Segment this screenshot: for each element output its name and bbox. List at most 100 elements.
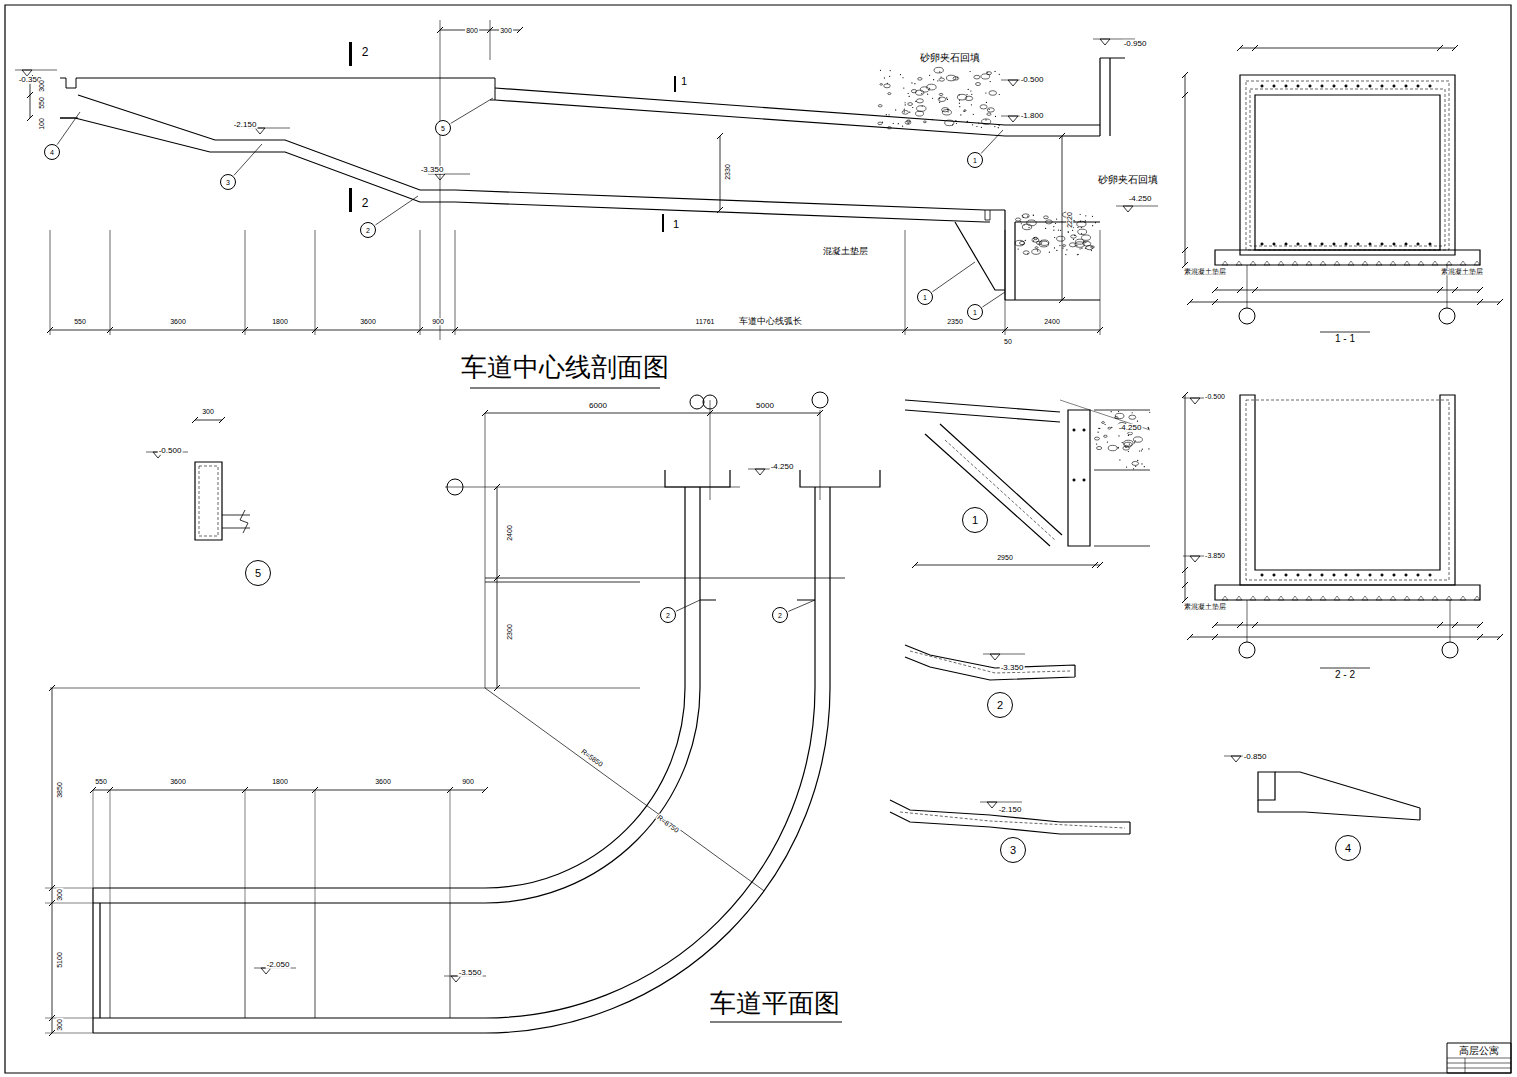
gravel-stone [1108, 427, 1111, 429]
gravel-dot [978, 122, 979, 123]
gravel-dot [886, 114, 887, 115]
drawing-line [1182, 567, 1188, 573]
rebar-dot [1345, 574, 1347, 576]
gravel-dot [1066, 249, 1067, 250]
gravel-dot [972, 124, 973, 125]
dimension-label: -4.250 [1128, 195, 1153, 203]
gravel-stone [908, 103, 913, 106]
drawing-line [494, 685, 500, 691]
drawing-line [375, 196, 418, 225]
drawing-line [817, 410, 823, 416]
gravel-stone [1097, 446, 1102, 449]
drawing-line [27, 115, 33, 121]
drawing-line [717, 133, 723, 139]
drawing-line [1264, 596, 1270, 600]
drawing-line [1255, 95, 1440, 250]
drawing-line [665, 470, 880, 487]
dimension-label: 100 [38, 117, 45, 131]
drawing-line [1362, 596, 1368, 600]
drawing-line [915, 565, 1100, 566]
drawing-line [1437, 287, 1443, 293]
gravel-stone [1023, 251, 1029, 255]
dimension-label: -3.550 [458, 969, 483, 977]
gravel-dot [1083, 241, 1084, 242]
gravel-dot [1092, 225, 1093, 226]
dimension-label: 300 [56, 888, 63, 902]
gravel-dot [1135, 466, 1136, 467]
dimension-label: 1 [672, 219, 680, 231]
drawing-line [1477, 299, 1483, 305]
drawing-line [52, 688, 53, 1033]
gravel-stone [907, 120, 911, 122]
drawing-line [45, 888, 93, 1033]
drawing-line [494, 575, 500, 581]
rebar-dot [1393, 574, 1395, 576]
callout-number: 4 [50, 149, 54, 156]
gravel-dot [1077, 227, 1078, 228]
gravel-dot [1133, 468, 1134, 469]
dimension-label: 5100 [56, 951, 63, 969]
gravel-dot [1053, 230, 1054, 231]
gravel-dot [1142, 449, 1143, 450]
drawing-line [1432, 261, 1438, 265]
dimension-label: -0.850 [1243, 753, 1268, 761]
gravel-dot [927, 94, 928, 95]
gravel-stone [1086, 245, 1093, 249]
drawing-line [485, 413, 486, 688]
gravel-dot [1081, 227, 1082, 228]
dimension-label: -4.250 [770, 463, 795, 471]
gravel-dot [889, 76, 890, 77]
drawing-line [1447, 1043, 1511, 1073]
drawing-line [1418, 261, 1424, 265]
callout-number: 5 [255, 568, 261, 579]
dimension-label: 车道中心线弧长 [738, 317, 803, 326]
drawing-line [945, 440, 1055, 540]
dimension-label: 2350 [946, 318, 964, 325]
gravel-stone [981, 74, 990, 79]
callout-number: 2 [366, 227, 370, 234]
gravel-dot [999, 94, 1000, 95]
gravel-dot [994, 71, 995, 72]
gravel-stone [1032, 238, 1039, 242]
drawing-line [983, 654, 1025, 655]
gravel-dot [1125, 447, 1126, 448]
drawing-line [485, 688, 685, 888]
drawing-line [755, 469, 765, 475]
gravel-stone [1039, 241, 1049, 247]
rebar-dot [1369, 574, 1371, 576]
callout-number: 4 [1345, 843, 1351, 854]
drawing-line [684, 578, 685, 688]
gravel-dot [933, 79, 934, 80]
gravel-stone [888, 93, 891, 95]
gravel-stone [974, 75, 980, 79]
gravel-stone [887, 127, 891, 129]
gravel-dot [1068, 232, 1069, 233]
rebar-dot [1381, 243, 1383, 245]
drawing-line [93, 1032, 485, 1033]
drawing-line [1190, 556, 1200, 562]
rebar-dot [1309, 574, 1311, 576]
drawing-line [485, 688, 830, 1033]
drawing-line [1236, 261, 1242, 265]
drawing-line [15, 70, 57, 71]
gravel-dot [947, 111, 948, 112]
drawing-line [110, 230, 111, 335]
rebar-dot [1321, 574, 1323, 576]
dimension-label: -3.850 [1204, 552, 1226, 559]
drawing-line [93, 887, 485, 888]
gravel-dot [1056, 219, 1057, 220]
rebar-dot [1429, 85, 1431, 87]
gravel-stone [1102, 422, 1105, 424]
drawing-line [1182, 92, 1188, 98]
axis-circle [447, 479, 463, 495]
dimension-label: -2.150 [998, 806, 1023, 814]
gravel-stone [884, 84, 890, 88]
dimension-label: 2330 [724, 163, 731, 181]
gravel-dot [1045, 228, 1046, 229]
drawing-line [1432, 596, 1438, 600]
drawing-line [829, 578, 830, 688]
gravel-dot [1060, 230, 1061, 231]
gravel-stone [989, 91, 997, 96]
gravel-stone [878, 105, 882, 107]
